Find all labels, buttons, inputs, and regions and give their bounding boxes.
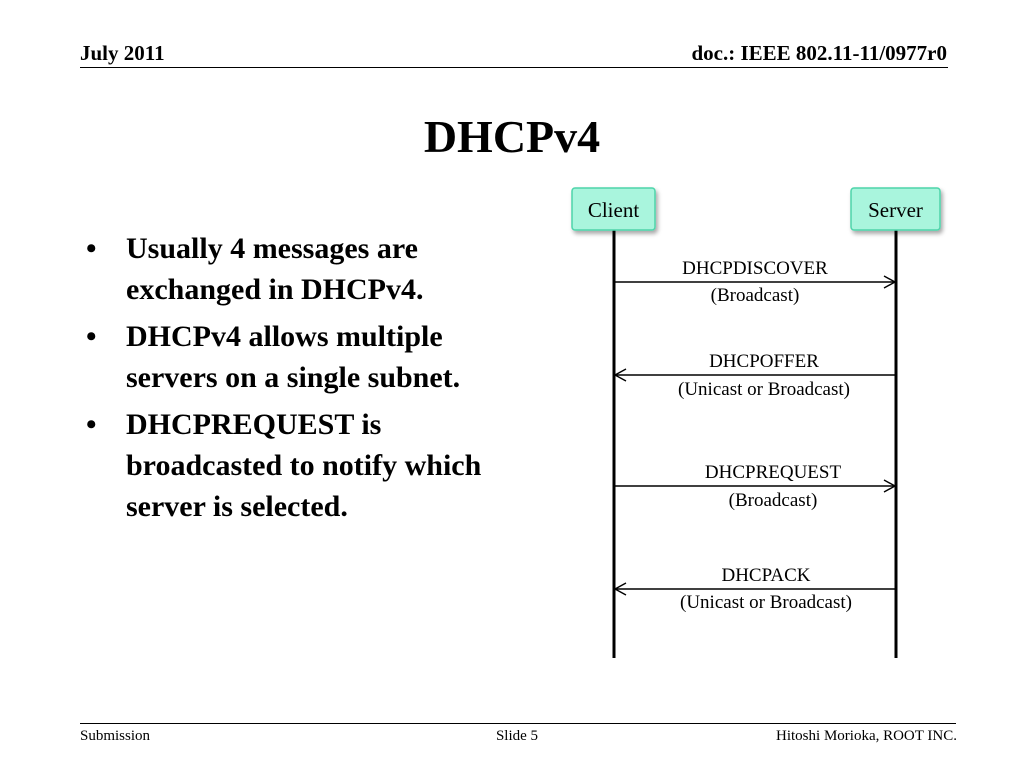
message-arrow bbox=[613, 582, 895, 596]
slide-title: DHCPv4 bbox=[423, 111, 601, 162]
message-mode: (Unicast or Broadcast) bbox=[680, 592, 852, 613]
header-doc-id: doc.: IEEE 802.11-11/0977r0 bbox=[691, 41, 947, 65]
message-mode: (Broadcast) bbox=[711, 285, 800, 306]
message-mode: (Unicast or Broadcast) bbox=[678, 379, 850, 400]
client-box bbox=[571, 187, 656, 231]
message-arrow bbox=[615, 479, 897, 493]
message-name: DHCPREQUEST bbox=[705, 462, 842, 483]
client-label: Client bbox=[588, 198, 639, 222]
footer-submission: Submission bbox=[80, 728, 151, 744]
bullet-list: Usually 4 messages are exchanged in DHCP… bbox=[84, 228, 514, 533]
message-arrow bbox=[613, 368, 895, 382]
bullet-item: DHCPREQUEST is broadcasted to notify whi… bbox=[84, 404, 514, 527]
message-arrow bbox=[615, 275, 897, 289]
footer-rule bbox=[80, 723, 956, 724]
bullet-item: DHCPv4 allows multiple servers on a sing… bbox=[84, 316, 514, 398]
message-mode: (Broadcast) bbox=[729, 490, 818, 511]
server-label: Server bbox=[868, 198, 923, 222]
header-rule bbox=[80, 67, 948, 68]
message-name: DHCPOFFER bbox=[709, 351, 819, 372]
message-name: DHCPACK bbox=[721, 565, 810, 586]
message-name: DHCPDISCOVER bbox=[682, 258, 828, 279]
footer-author: Hitoshi Morioka, ROOT INC. bbox=[776, 728, 957, 744]
header-date: July 2011 bbox=[80, 41, 165, 65]
bullet-item: Usually 4 messages are exchanged in DHCP… bbox=[84, 228, 514, 310]
server-box bbox=[850, 187, 941, 231]
footer-slide-number: Slide 5 bbox=[495, 728, 539, 744]
